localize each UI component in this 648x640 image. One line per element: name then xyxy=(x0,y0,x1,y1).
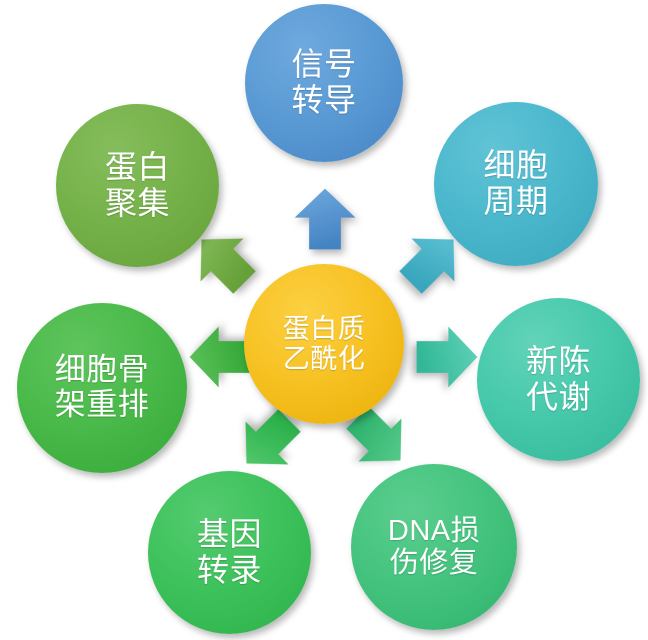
node-cytoskeleton-rearrangement[interactable]: 细胞骨 架重排 xyxy=(17,303,187,473)
node-cell-cycle-line2: 周期 xyxy=(483,183,549,219)
arrow-right-metabolism xyxy=(414,324,480,390)
arrow-down-left-gene-transcription xyxy=(221,395,314,488)
node-gene-transcription[interactable]: 基因 转录 xyxy=(148,471,311,634)
arrow-down-right-dna-damage-repair xyxy=(332,392,425,485)
node-signal-transduction-line2: 转导 xyxy=(291,82,357,118)
node-cell-cycle-line1: 细胞 xyxy=(483,147,549,184)
arrow-left-cytoskeleton-rearrangement xyxy=(187,324,253,390)
node-cytoskeleton-rearrangement-line2: 架重排 xyxy=(54,387,150,422)
node-cytoskeleton-rearrangement-line1: 细胞骨 xyxy=(54,352,150,388)
node-protein-acetylation-line2: 乙酰化 xyxy=(282,344,366,374)
node-dna-damage-repair[interactable]: DNA损 伤修复 xyxy=(351,464,517,630)
node-protein-acetylation-line1: 蛋白质 xyxy=(282,313,366,344)
node-metabolism-line2: 代谢 xyxy=(525,378,591,415)
node-signal-transduction-line1: 信号 xyxy=(291,46,357,83)
node-gene-transcription-line1: 基因 xyxy=(196,515,262,552)
node-dna-damage-repair-line2: 伤修复 xyxy=(389,547,479,579)
node-gene-transcription-line2: 转录 xyxy=(196,551,262,588)
node-signal-transduction[interactable]: 信号 转导 xyxy=(245,4,403,162)
arrow-up-signal-transduction xyxy=(292,186,358,252)
node-protein-aggregation[interactable]: 蛋白 聚集 xyxy=(56,104,219,267)
node-cell-cycle[interactable]: 细胞 周期 xyxy=(434,102,598,266)
arrow-up-left-protein-aggregation xyxy=(176,214,269,307)
node-protein-acetylation-center[interactable]: 蛋白质 乙酰化 xyxy=(244,264,404,424)
node-metabolism[interactable]: 新陈 代谢 xyxy=(477,298,640,461)
node-protein-aggregation-line1: 蛋白 xyxy=(104,148,170,185)
node-protein-aggregation-line2: 聚集 xyxy=(104,184,170,221)
node-metabolism-line1: 新陈 xyxy=(525,342,591,379)
node-dna-damage-repair-line1: DNA损 xyxy=(387,514,481,547)
arrow-up-right-cell-cycle xyxy=(385,214,478,307)
